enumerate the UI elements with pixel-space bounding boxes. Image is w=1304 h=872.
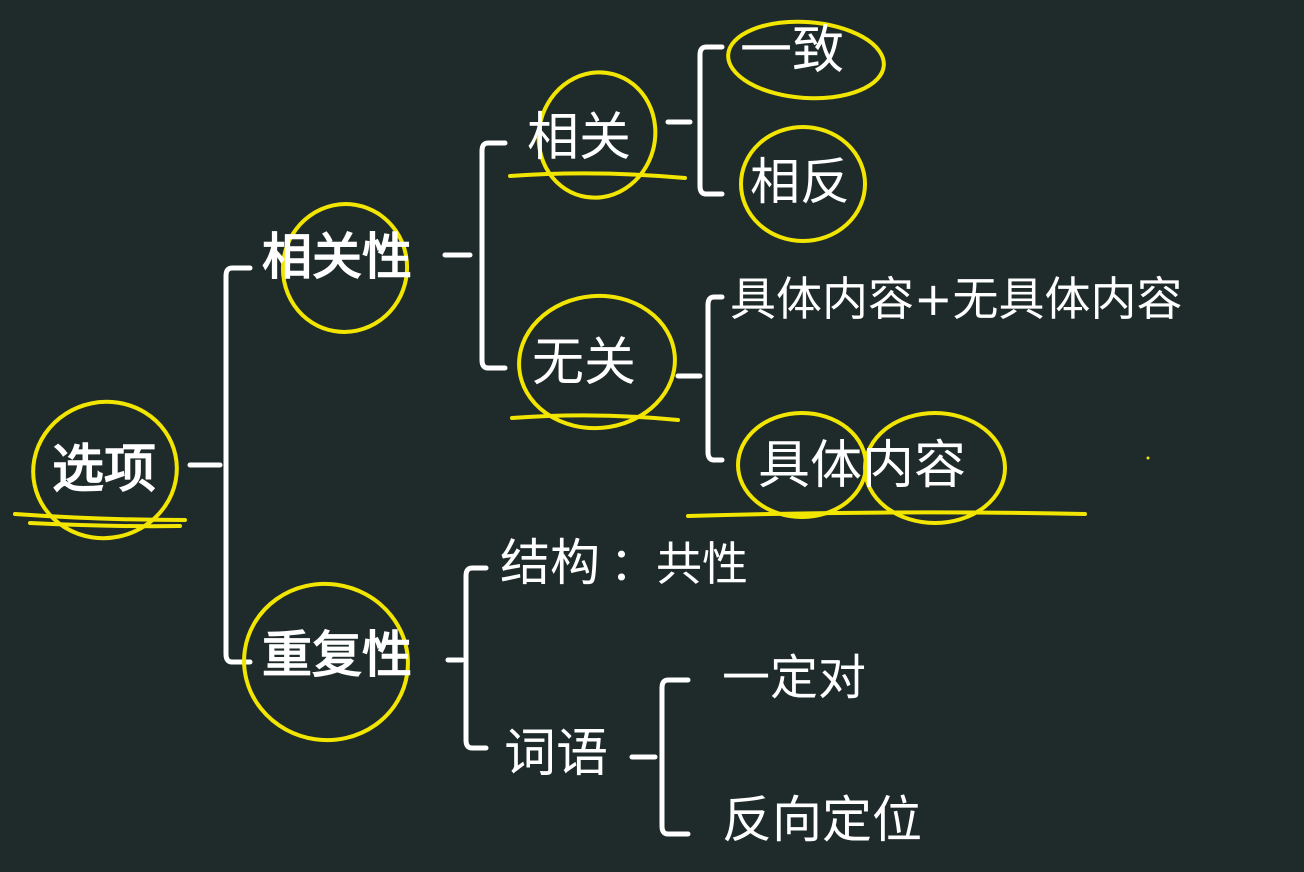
node-mixed-content: 具体内容+无具体内容 — [730, 272, 1183, 326]
bracket-related — [665, 44, 725, 197]
highlight-repetition — [242, 581, 410, 743]
stray-dot — [1146, 456, 1150, 460]
node-words: 词语 — [504, 724, 609, 784]
bracket-relevance — [442, 140, 508, 371]
highlight-consistent — [726, 19, 886, 101]
structure-note: ：共性 — [610, 537, 748, 591]
highlight-root — [31, 399, 179, 541]
node-repetition: 重复性 — [262, 626, 412, 684]
node-root: 选项 — [52, 440, 157, 500]
highlight-unrelated — [517, 293, 677, 431]
node-definitely-right: 一定对 — [722, 650, 867, 706]
node-relevance: 相关性 — [262, 228, 412, 286]
node-unrelated: 无关 — [532, 333, 637, 393]
highlight-opposite — [739, 125, 867, 243]
node-opposite: 相反 — [750, 153, 850, 211]
bracket-words — [629, 677, 691, 837]
node-consistent: 一致 — [740, 21, 845, 81]
bracket-unrelated — [675, 294, 725, 463]
node-structure: 结构：共性 — [500, 538, 748, 588]
highlight-relevance — [280, 202, 410, 334]
bracket-root — [187, 265, 253, 665]
underline-unrelated — [510, 413, 680, 422]
structure-label: 结构 — [500, 534, 600, 592]
underline-root — [13, 512, 187, 529]
node-reverse-positioning: 反向定位 — [722, 791, 922, 849]
highlight-specific-b — [863, 411, 1007, 525]
underline-related — [508, 171, 687, 180]
highlight-related — [536, 70, 658, 200]
underline-specific — [686, 510, 1087, 518]
node-specific-content: 具体内容 — [758, 436, 967, 496]
node-related: 相关 — [527, 108, 632, 168]
bracket-repetition — [445, 565, 489, 751]
